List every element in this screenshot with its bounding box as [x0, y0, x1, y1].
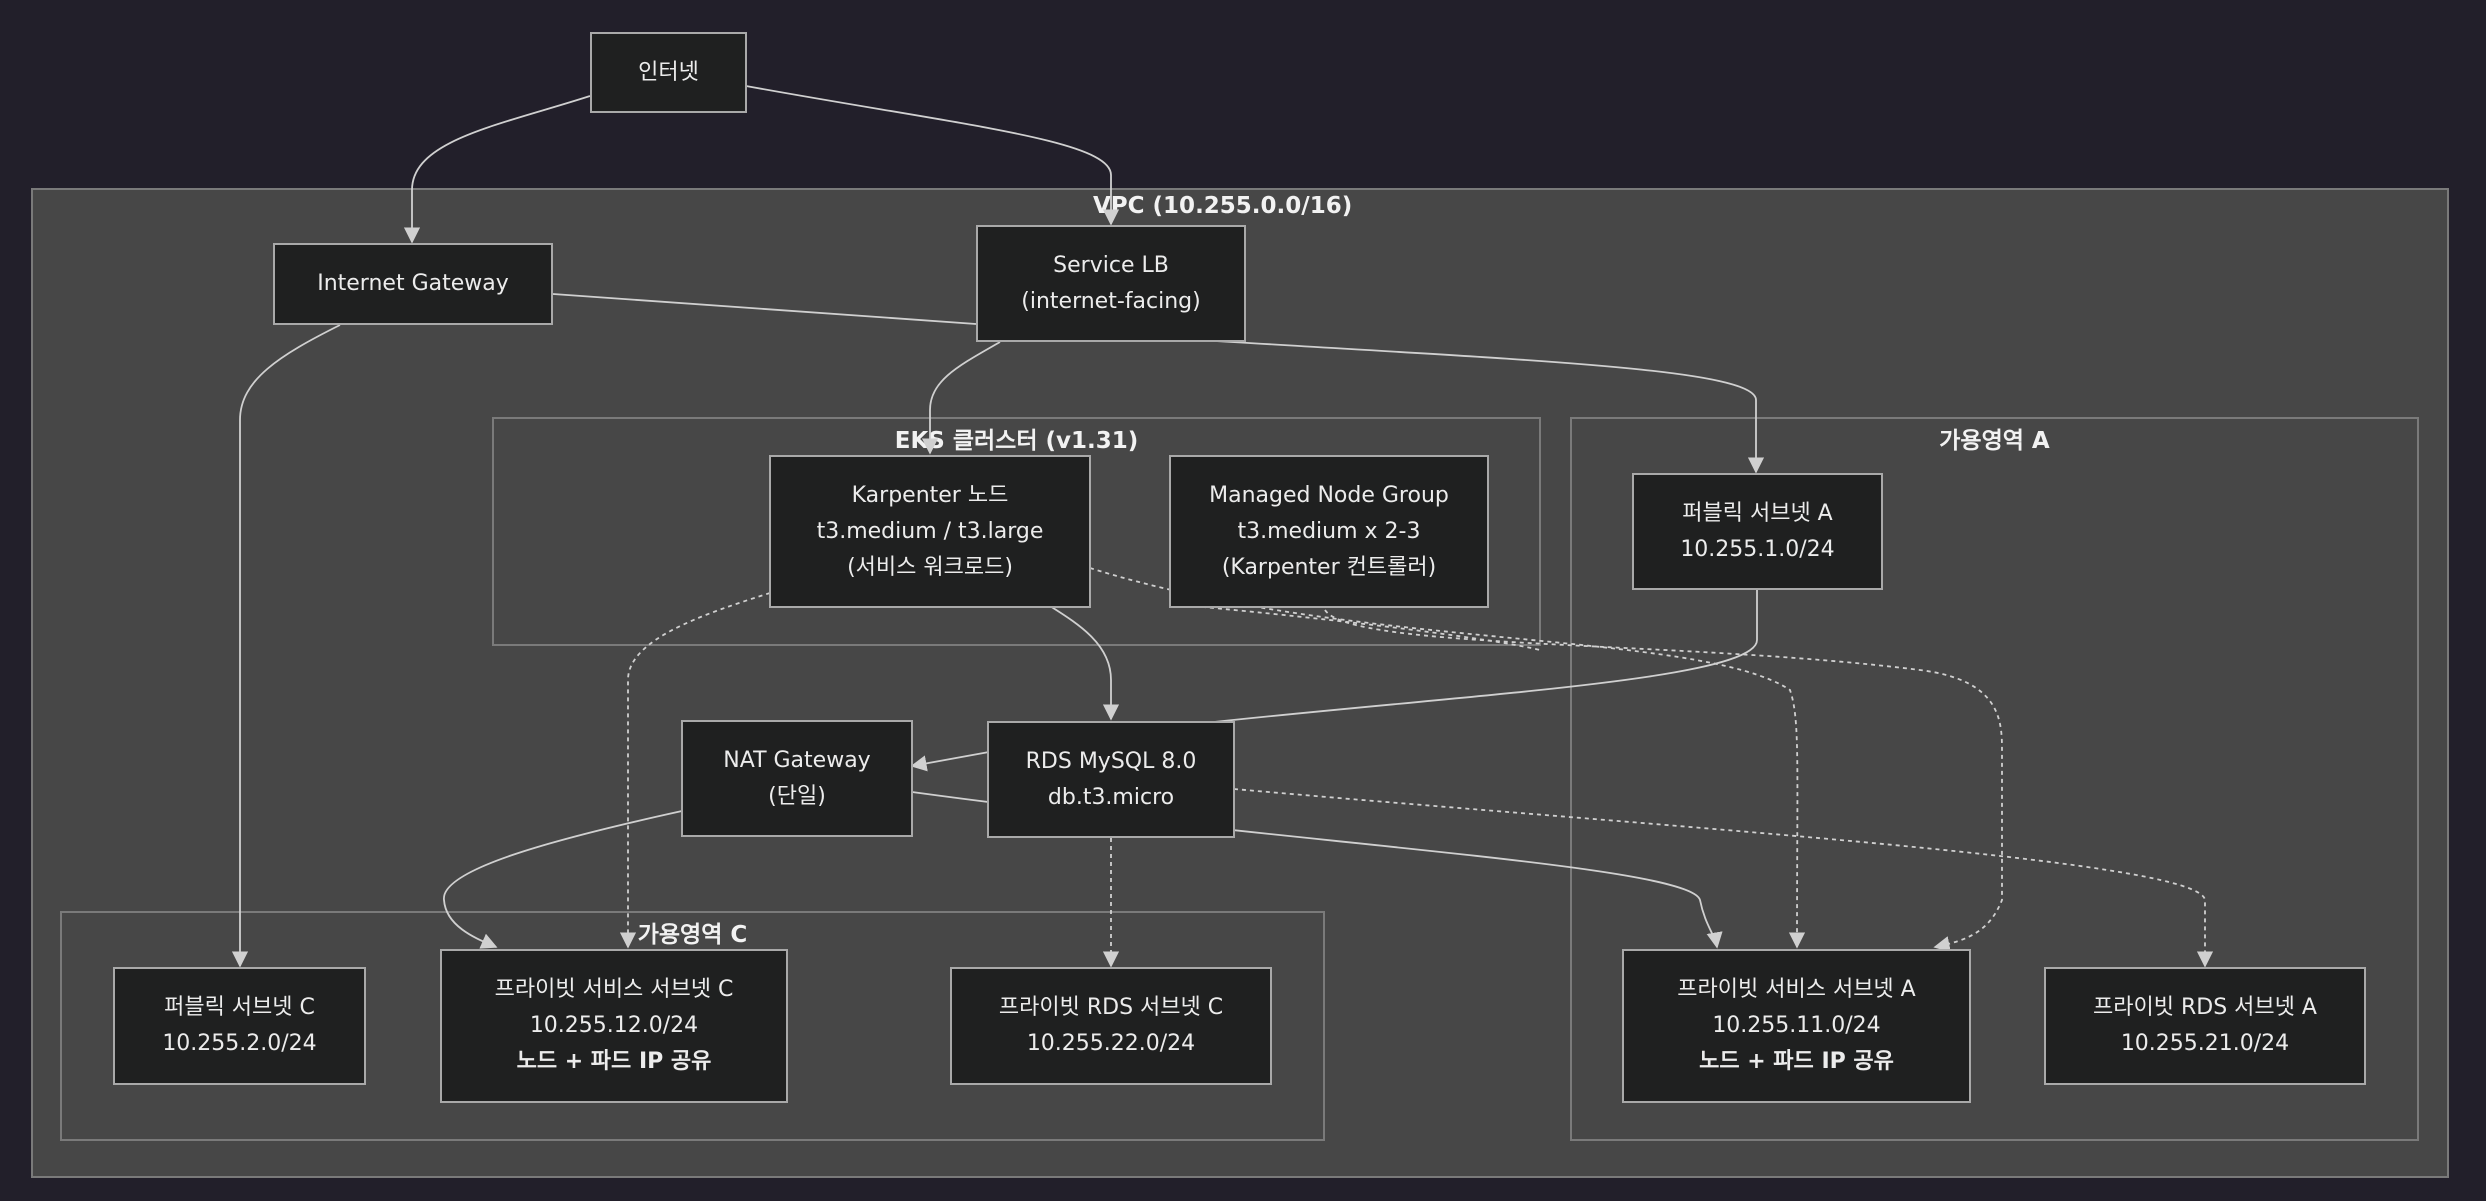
nat-gateway-node: NAT Gateway (단일): [681, 720, 913, 837]
managed-node-group-node: Managed Node Group t3.medium x 2-3 (Karp…: [1169, 455, 1489, 608]
karpenter-node: Karpenter 노드 t3.medium / t3.large (서비스 워…: [769, 455, 1091, 608]
private-service-subnet-c-node: 프라이빗 서비스 서브넷 C 10.255.12.0/24 노드 + 파드 IP…: [440, 949, 788, 1103]
internet-node: 인터넷: [590, 32, 747, 113]
rds-mysql-node: RDS MySQL 8.0 db.t3.micro: [987, 721, 1235, 838]
public-subnet-c-node: 퍼블릭 서브넷 C 10.255.2.0/24: [113, 967, 366, 1085]
az-a-label: 가용영역 A: [1939, 428, 2050, 454]
public-subnet-a-node: 퍼블릭 서브넷 A 10.255.1.0/24: [1632, 473, 1883, 590]
private-rds-subnet-a-node: 프라이빗 RDS 서브넷 A 10.255.21.0/24: [2044, 967, 2366, 1085]
private-service-subnet-a-node: 프라이빗 서비스 서브넷 A 10.255.11.0/24 노드 + 파드 IP…: [1622, 949, 1971, 1103]
internet-gateway-node: Internet Gateway: [273, 243, 553, 325]
vpc-label: VPC (10.255.0.0/16): [1093, 193, 1353, 219]
service-lb-node: Service LB (internet-facing): [976, 225, 1246, 342]
private-rds-subnet-c-node: 프라이빗 RDS 서브넷 C 10.255.22.0/24: [950, 967, 1272, 1085]
eks-cluster-label: EKS 클러스터 (v1.31): [894, 428, 1139, 454]
az-c-label: 가용영역 C: [637, 922, 748, 948]
